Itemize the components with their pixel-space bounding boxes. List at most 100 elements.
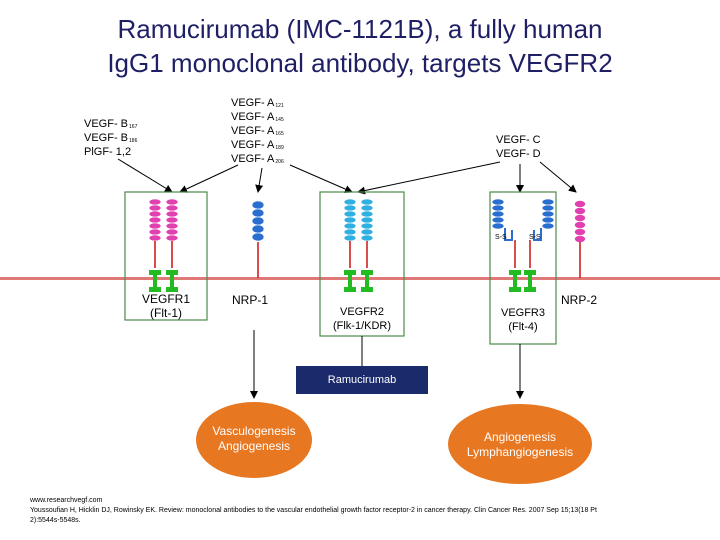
vegfr3-kinase-domain bbox=[524, 270, 536, 275]
vegfr3-ig-domain bbox=[541, 216, 555, 224]
page-title-line2: IgG1 monoclonal antibody, targets VEGFR2 bbox=[107, 48, 613, 78]
vegfr1-chain-b-ig-domain bbox=[165, 222, 179, 230]
nrp2-domain bbox=[574, 200, 586, 208]
receptor-chains bbox=[148, 198, 586, 292]
vegfr2-chain-b-ig-domain bbox=[360, 216, 374, 224]
arrow-icon bbox=[357, 161, 501, 195]
vegfr3-disulfide-link bbox=[504, 228, 542, 241]
arrow-icon bbox=[539, 161, 577, 193]
vegfr1-chain-b-kinase-domain bbox=[166, 287, 178, 292]
vegfr2-chain-a-ig-domain bbox=[343, 198, 357, 206]
page-title-line1: Ramucirumab (IMC-1121B), a fully human bbox=[117, 14, 603, 44]
ligand-vegf-a165: VEGF- A165 bbox=[231, 125, 284, 137]
arrow-icon bbox=[255, 167, 264, 193]
vegfr2-label: VEGFR2(Flk-1/KDR) bbox=[332, 306, 392, 332]
nrp2-domain bbox=[574, 228, 586, 236]
vegfr1-chain-a-kinase-link bbox=[153, 275, 157, 287]
vegfr2-chain-a-kinase-domain bbox=[344, 270, 356, 275]
vegfr1-chain-a-ig-domain bbox=[148, 210, 162, 218]
vegfr1-chain-b-ig-domain bbox=[165, 210, 179, 218]
ligand-vegf-a145: VEGF- A145 bbox=[231, 111, 284, 123]
vegfr2-chain-a-ig-domain bbox=[343, 204, 357, 212]
vegfr3-ig-domain bbox=[541, 210, 555, 218]
vegfr3-ig-domain bbox=[491, 204, 505, 212]
nrp2-domain bbox=[574, 214, 586, 222]
vegfr2-chain-b-ig-domain bbox=[360, 198, 374, 206]
vegfr2-chain-a-kinase-link bbox=[348, 275, 352, 287]
vegfr3-kinase-domain bbox=[509, 270, 521, 275]
vegfr3-ig-domain bbox=[491, 222, 505, 230]
vegfr1-chain-a-ig-domain bbox=[148, 204, 162, 212]
vegfr1-chain-a-kinase-domain bbox=[149, 287, 161, 292]
vegfr3-label: VEGFR3(Flt-4) bbox=[500, 307, 545, 333]
ligand-vegf-c: VEGF- C bbox=[496, 134, 541, 146]
nrp1-domain bbox=[251, 200, 265, 210]
vegfr2-chain-a-ig-domain bbox=[343, 216, 357, 224]
ligand-vegf-d: VEGF- D bbox=[496, 148, 541, 160]
vegfr3-ig-domain bbox=[491, 216, 505, 224]
vegfr2-chain-a-ig-domain bbox=[343, 234, 357, 242]
vegfr3-ig-domain bbox=[541, 222, 555, 230]
vegfr1-chain-b-ig-domain bbox=[165, 228, 179, 236]
nrp2-domain bbox=[574, 221, 586, 229]
nrp1-label: NRP-1 bbox=[232, 293, 269, 307]
ligand-vegf-b167: VEGF- B167 bbox=[84, 118, 138, 130]
vegfr1-chain-a-ig-domain bbox=[148, 198, 162, 206]
vegfr2-chain-b-ig-domain bbox=[360, 210, 374, 218]
ramucirumab-label: Ramucirumab bbox=[327, 374, 397, 386]
vegfr2-chain-a-kinase-domain bbox=[344, 287, 356, 292]
vegfr3-kinase-link bbox=[513, 275, 517, 287]
vegfr2-chain-a-ig-domain bbox=[343, 222, 357, 230]
vegfr2-chain-b-kinase-domain bbox=[361, 270, 373, 275]
nrp1-domain bbox=[251, 208, 265, 218]
vegfr1-chain-b-kinase-link bbox=[170, 275, 174, 287]
nrp1-domain bbox=[251, 224, 265, 234]
ligand-plgf: PlGF- 1,2 bbox=[84, 146, 132, 158]
ligand-vegf-b186: VEGF- B186 bbox=[84, 132, 138, 144]
vegfr1-box bbox=[124, 191, 208, 321]
outcome-ellipse-left bbox=[196, 402, 312, 478]
vegfr1-chain-a-ig-domain bbox=[148, 228, 162, 236]
vegfr3-ig-domain bbox=[541, 198, 555, 206]
vegfr1-chain-b-kinase-domain bbox=[166, 270, 178, 275]
nrp2-label: NRP-2 bbox=[561, 293, 598, 307]
vegfr1-label: VEGFR1(Flt-1) bbox=[141, 292, 190, 320]
ligand-vegf-a189: VEGF- A189 bbox=[231, 139, 284, 151]
ligand-vegf-a121: VEGF- A121 bbox=[231, 97, 284, 109]
vegfr1-chain-a-kinase-domain bbox=[149, 270, 161, 275]
vegfr2-chain-b-kinase-link bbox=[365, 275, 369, 287]
vegfr2-chain-b-ig-domain bbox=[360, 204, 374, 212]
vegfr3-kinase-link bbox=[528, 275, 532, 287]
ligand-vegf-a206: VEGF- A206 bbox=[231, 153, 284, 165]
nrp2-domain bbox=[574, 235, 586, 243]
vegfr1-chain-a-ig-domain bbox=[148, 222, 162, 230]
arrow-icon bbox=[179, 164, 239, 193]
nrp1-domain bbox=[251, 232, 265, 242]
vegfr1-chain-b-ig-domain bbox=[165, 198, 179, 206]
vegfr3-kinase-domain bbox=[524, 287, 536, 292]
arrow-icon bbox=[289, 164, 353, 193]
vegfr1-chain-b-ig-domain bbox=[165, 234, 179, 242]
cell-membrane bbox=[0, 277, 720, 280]
vegfr2-chain-b-kinase-domain bbox=[361, 287, 373, 292]
vegfr3-ig-domain bbox=[541, 204, 555, 212]
disulfide-label-1: S-S bbox=[495, 234, 507, 241]
arrow-icon bbox=[117, 158, 173, 193]
disulfide-label-2: S-S bbox=[529, 234, 541, 241]
vegfr1-chain-b-ig-domain bbox=[165, 204, 179, 212]
vegfr3-kinase-domain bbox=[509, 287, 521, 292]
vegfr1-chain-a-ig-domain bbox=[148, 216, 162, 224]
vegfr3-box bbox=[489, 191, 557, 345]
ramucirumab-box bbox=[296, 366, 428, 394]
vegfr3-ig-domain bbox=[491, 198, 505, 206]
outcome-ellipse-right bbox=[448, 404, 592, 484]
reference-text: www.researchvegf.com Youssoufian H, Hick… bbox=[30, 497, 597, 524]
nrp1-domain bbox=[251, 216, 265, 226]
vegfr2-chain-a-ig-domain bbox=[343, 228, 357, 236]
vegfr2-chain-a-ig-domain bbox=[343, 210, 357, 218]
nrp2-domain bbox=[574, 207, 586, 215]
vegfr1-chain-b-ig-domain bbox=[165, 216, 179, 224]
